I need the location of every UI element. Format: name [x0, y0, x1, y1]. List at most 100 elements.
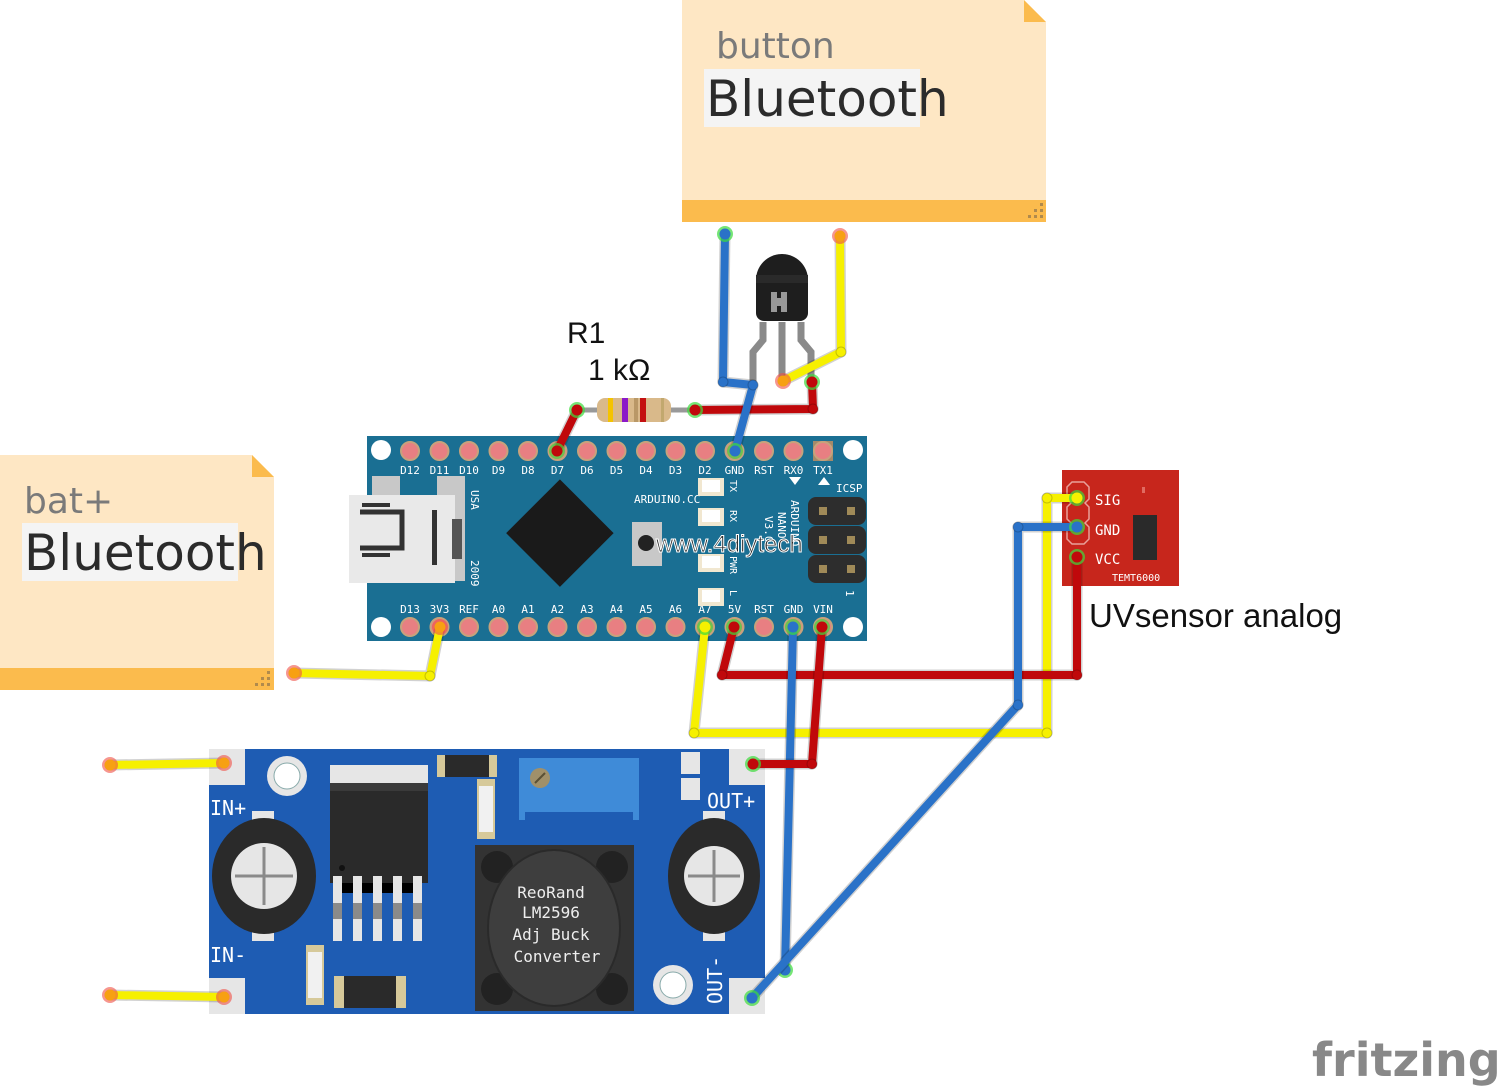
buck-converter[interactable]: ReoRand LM2596 Adj Buck Converter IN+ IN… [209, 749, 765, 1014]
note-label: button [716, 26, 835, 67]
wire-in-minus[interactable] [102, 987, 232, 1005]
capacitor-in [212, 811, 316, 941]
inductor: ReoRand LM2596 Adj Buck Converter [475, 845, 634, 1011]
resistor-value: 1 kΩ [588, 354, 650, 387]
wire-in-plus[interactable] [102, 755, 232, 773]
fritzing-logo: fritzing [1312, 1033, 1500, 1087]
icsp-header [808, 497, 866, 583]
resistor-r1[interactable] [577, 398, 695, 422]
tx-arrow-icon [818, 477, 830, 485]
wire-bendpoint[interactable] [1012, 521, 1024, 533]
led-label: PWR [727, 556, 738, 575]
inductor-text-3: Adj Buck [512, 925, 589, 944]
wire-sensor-gnd[interactable] [744, 519, 1085, 1006]
pin-label: A4 [610, 603, 624, 616]
regulator-chip [330, 765, 428, 941]
pin-label: A6 [669, 603, 682, 616]
wire-button-collector[interactable] [775, 228, 848, 389]
pin-rst[interactable] [754, 617, 774, 637]
wire-bendpoint[interactable] [1071, 669, 1083, 681]
resize-grip-icon[interactable] [255, 671, 270, 686]
pin-d9[interactable] [488, 441, 509, 461]
pin-tx1[interactable] [813, 441, 833, 461]
sensor-model: TEMT6000 [1112, 573, 1160, 584]
wire-bendpoint[interactable] [717, 376, 729, 388]
wire-bendpoint[interactable] [716, 669, 728, 681]
wire-bendpoint[interactable] [688, 727, 700, 739]
label-in-minus: IN- [210, 943, 246, 967]
pin-a3[interactable] [577, 617, 597, 637]
uv-sensor-temt6000[interactable]: SIG GND VCC TEMT6000 [1062, 470, 1179, 586]
capacitor-out [668, 811, 760, 941]
mounting-hole [843, 617, 863, 637]
note-button[interactable]: button Bluetooth [682, 0, 1046, 222]
transistor-n-icon [771, 292, 787, 312]
pin-a5[interactable] [636, 617, 656, 637]
pin-a4[interactable] [606, 617, 627, 637]
board-model-2: NANO [775, 512, 788, 539]
pin-rx0[interactable] [783, 441, 804, 461]
wire-bendpoint[interactable] [807, 403, 819, 415]
pin-d11[interactable] [429, 441, 450, 461]
pin-label: RST [754, 464, 774, 477]
pin-d13[interactable] [400, 617, 420, 637]
note-title: Bluetooth [24, 524, 267, 582]
wire-bendpoint[interactable] [424, 670, 436, 682]
pin-d12[interactable] [400, 441, 420, 461]
potentiometer[interactable] [519, 758, 639, 820]
pin-d8[interactable] [518, 441, 538, 461]
board-brand: ARDUINO.CC [634, 493, 700, 506]
wire-d7-resistor[interactable] [549, 402, 585, 459]
label-in-plus: IN+ [210, 796, 246, 820]
pin-rst[interactable] [754, 441, 774, 461]
resize-grip-icon[interactable] [1028, 203, 1043, 218]
pin-label: A3 [580, 603, 593, 616]
wire-bendpoint[interactable] [747, 379, 759, 391]
pin-ref[interactable] [459, 617, 479, 637]
pin-label: TX1 [813, 464, 833, 477]
pin-a6[interactable] [665, 617, 686, 637]
wire-bendpoint[interactable] [835, 346, 847, 358]
pin-d5[interactable] [606, 441, 627, 461]
wire-vin-outplus[interactable] [745, 619, 830, 772]
pin-a0[interactable] [488, 617, 509, 637]
pin-label-vcc: VCC [1095, 552, 1120, 568]
pin-d3[interactable] [665, 441, 686, 461]
wire-button-gnd[interactable] [717, 226, 759, 459]
note-bat[interactable]: bat+ Bluetooth [0, 455, 274, 690]
mounting-hole [371, 440, 391, 460]
pin-label-sig: SIG [1095, 493, 1120, 509]
pin-label: D9 [492, 464, 505, 477]
wire-bendpoint[interactable] [1041, 727, 1053, 739]
pin-label: D3 [669, 464, 682, 477]
mounting-hole [843, 440, 863, 460]
pin-label: RX0 [784, 464, 804, 477]
label-out-plus: OUT+ [707, 789, 755, 813]
pin-label: 3V3 [430, 603, 450, 616]
watermark: www.4diytech [655, 531, 803, 558]
pin-d10[interactable] [459, 441, 479, 461]
icsp-pin1-label: 1 [843, 590, 856, 597]
wire-a7-sig[interactable] [688, 490, 1085, 739]
wire-bendpoint[interactable] [1041, 492, 1053, 504]
pin-a2[interactable] [547, 617, 568, 637]
pin-d2[interactable] [695, 441, 715, 461]
wire-bendpoint[interactable] [806, 758, 818, 770]
wire-resistor-base[interactable] [687, 374, 820, 418]
pin-a1[interactable] [518, 617, 538, 637]
pin-d4[interactable] [636, 441, 656, 461]
wire-3v3-bat[interactable] [286, 619, 448, 682]
pin-label: A7 [698, 603, 711, 616]
pin-label: RST [754, 603, 774, 616]
led-label: RX [727, 510, 738, 522]
pin-d6[interactable] [577, 441, 597, 461]
pin-label: A5 [639, 603, 652, 616]
pin-label: A2 [551, 603, 564, 616]
icsp-label: ICSP [836, 482, 863, 495]
wire-5v-vcc[interactable] [716, 549, 1085, 681]
npn-transistor[interactable] [749, 254, 815, 382]
inductor-text-2: LM2596 [522, 903, 580, 922]
board-text-usa: USA [468, 490, 481, 510]
wire-bendpoint[interactable] [1012, 699, 1024, 711]
